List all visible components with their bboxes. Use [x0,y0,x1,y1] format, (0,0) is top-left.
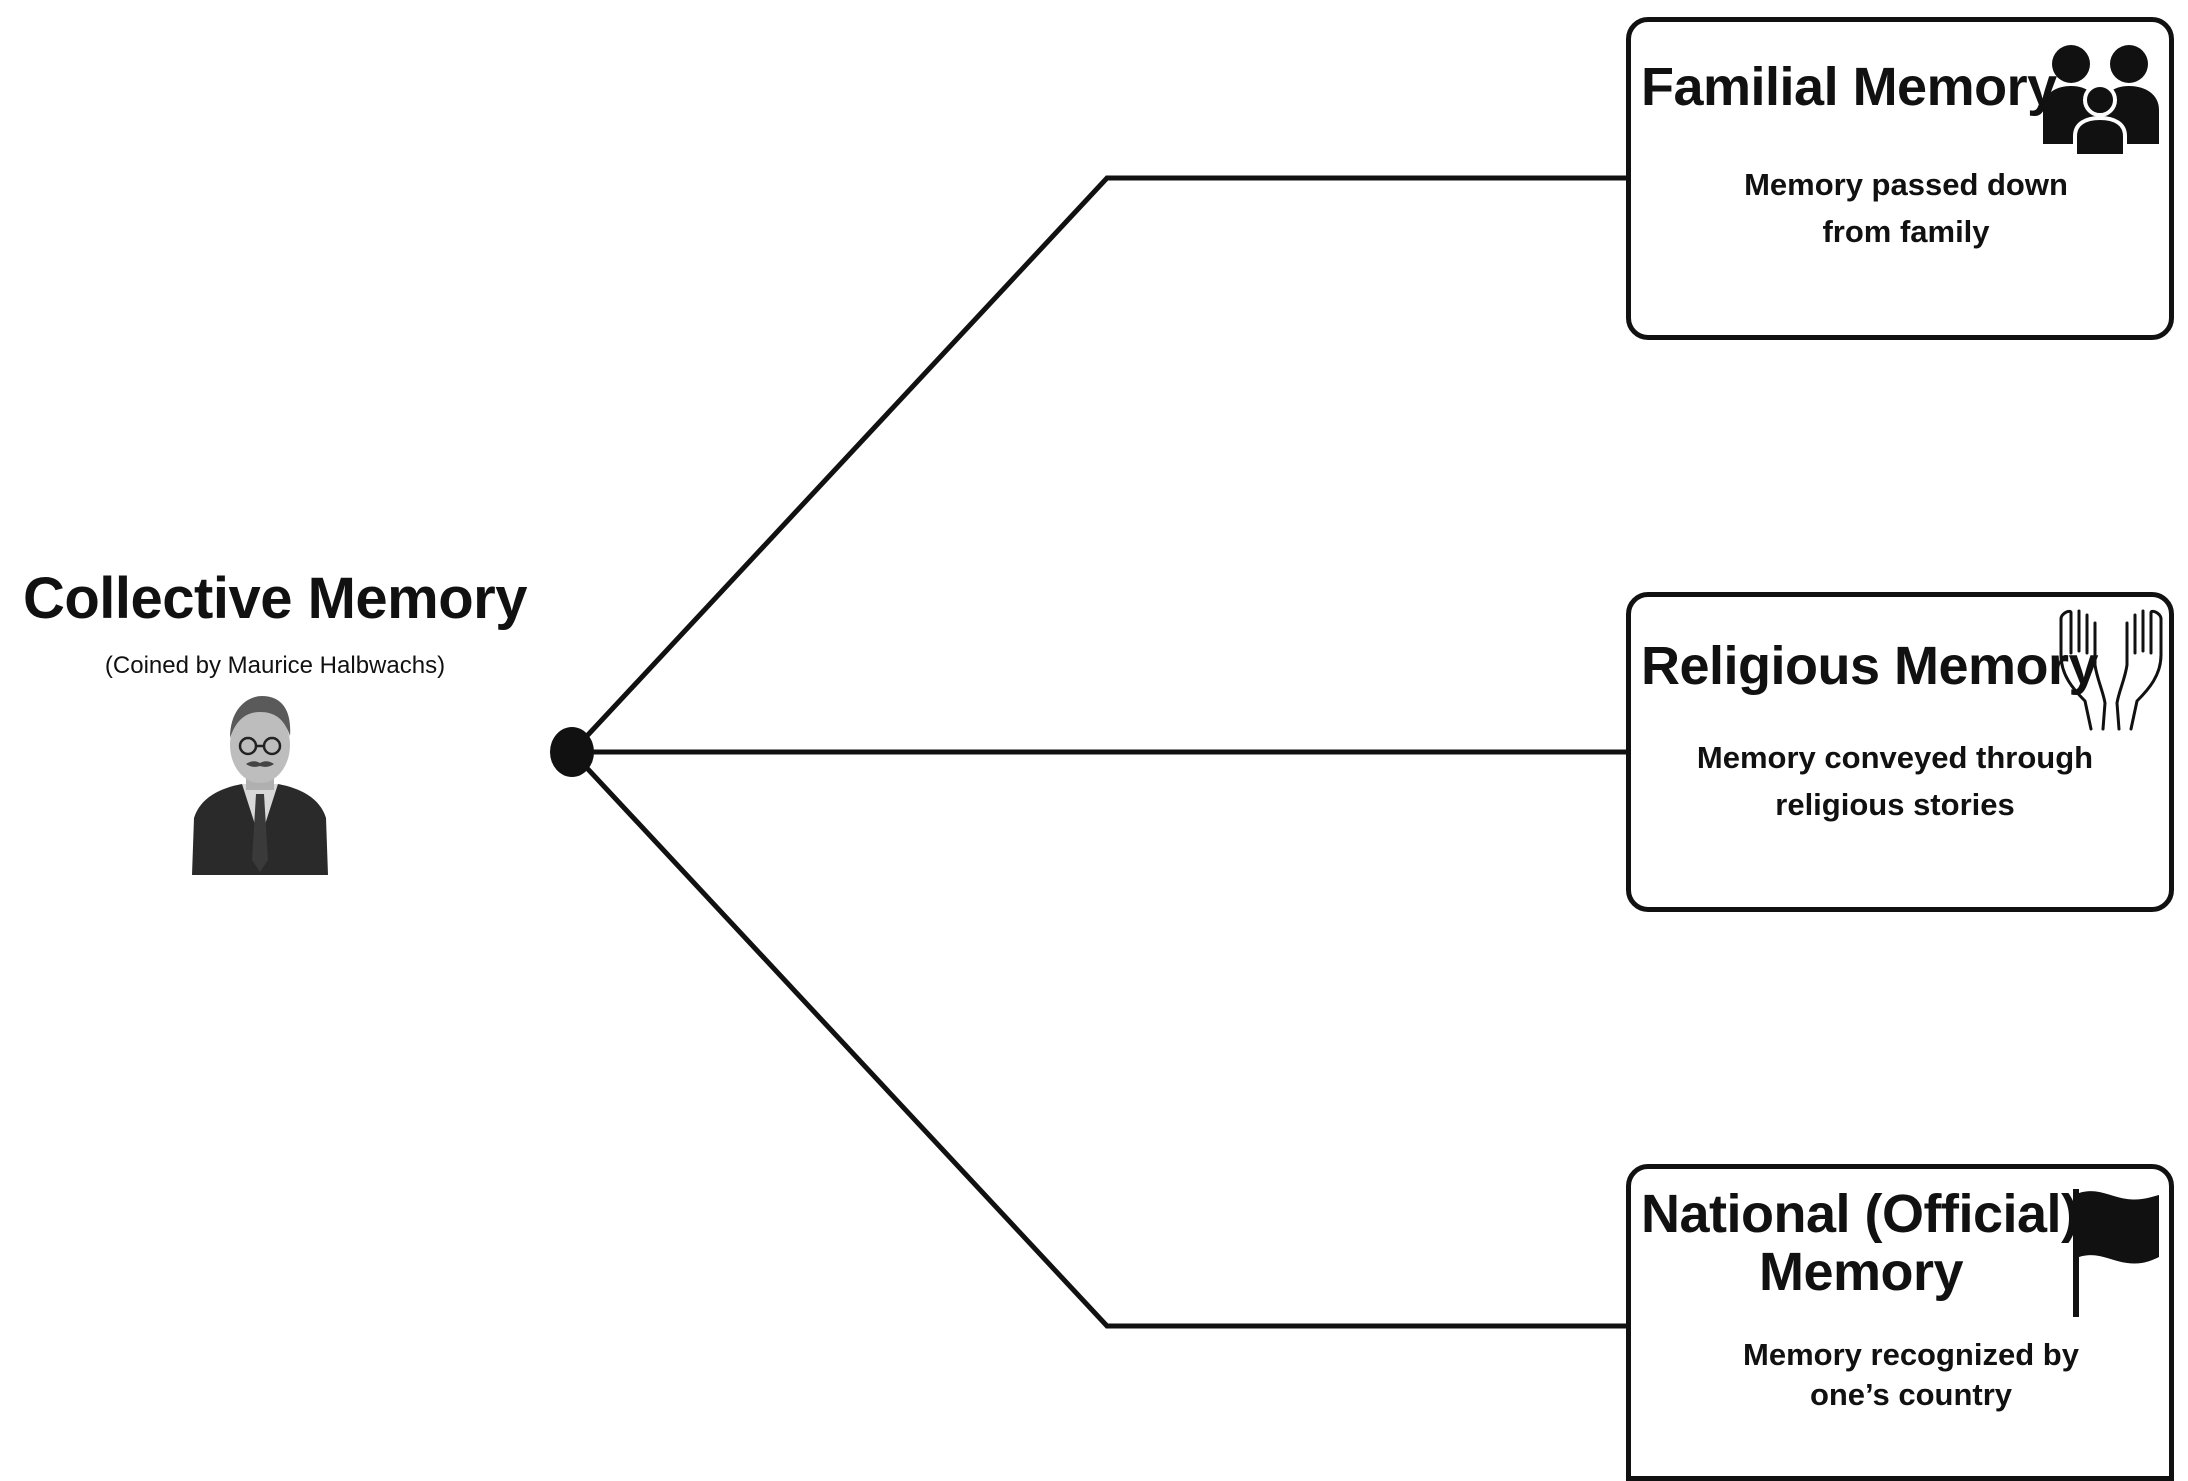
branch-title-national-line1: National (Official) [1641,1184,2079,1244]
connector-to-familial [570,175,1626,754]
branch-title-religious: Religious Memory [1641,636,2099,696]
root-subtitle: (Coined by Maurice Halbwachs) [104,652,446,679]
branch-title-national-line2: Memory [1759,1242,1964,1302]
branch-box-national: National (Official) Memory Memory recogn… [1626,1164,2174,1481]
connector-to-national [570,750,1626,1329]
branch-description-national: Memory recognized by one’s country [1743,1337,2079,1412]
root-node-dot [550,727,594,777]
branch-description-religious: Memory conveyed through religious storie… [1696,740,2094,822]
root-title: Collective Memory [22,566,528,631]
family-icon [2043,45,2159,156]
branch-box-religious: Religious Memory Memory conveyed through… [1626,592,2174,912]
portrait-photo [192,696,328,875]
branch-description-familial: Memory passed down from family [1744,167,2068,249]
branch-box-familial: Familial Memory Memory passed down from … [1626,17,2174,340]
branch-title-familial: Familial Memory [1641,57,2057,117]
praying-hands-icon [2059,609,2163,731]
flag-icon [2073,1189,2159,1317]
